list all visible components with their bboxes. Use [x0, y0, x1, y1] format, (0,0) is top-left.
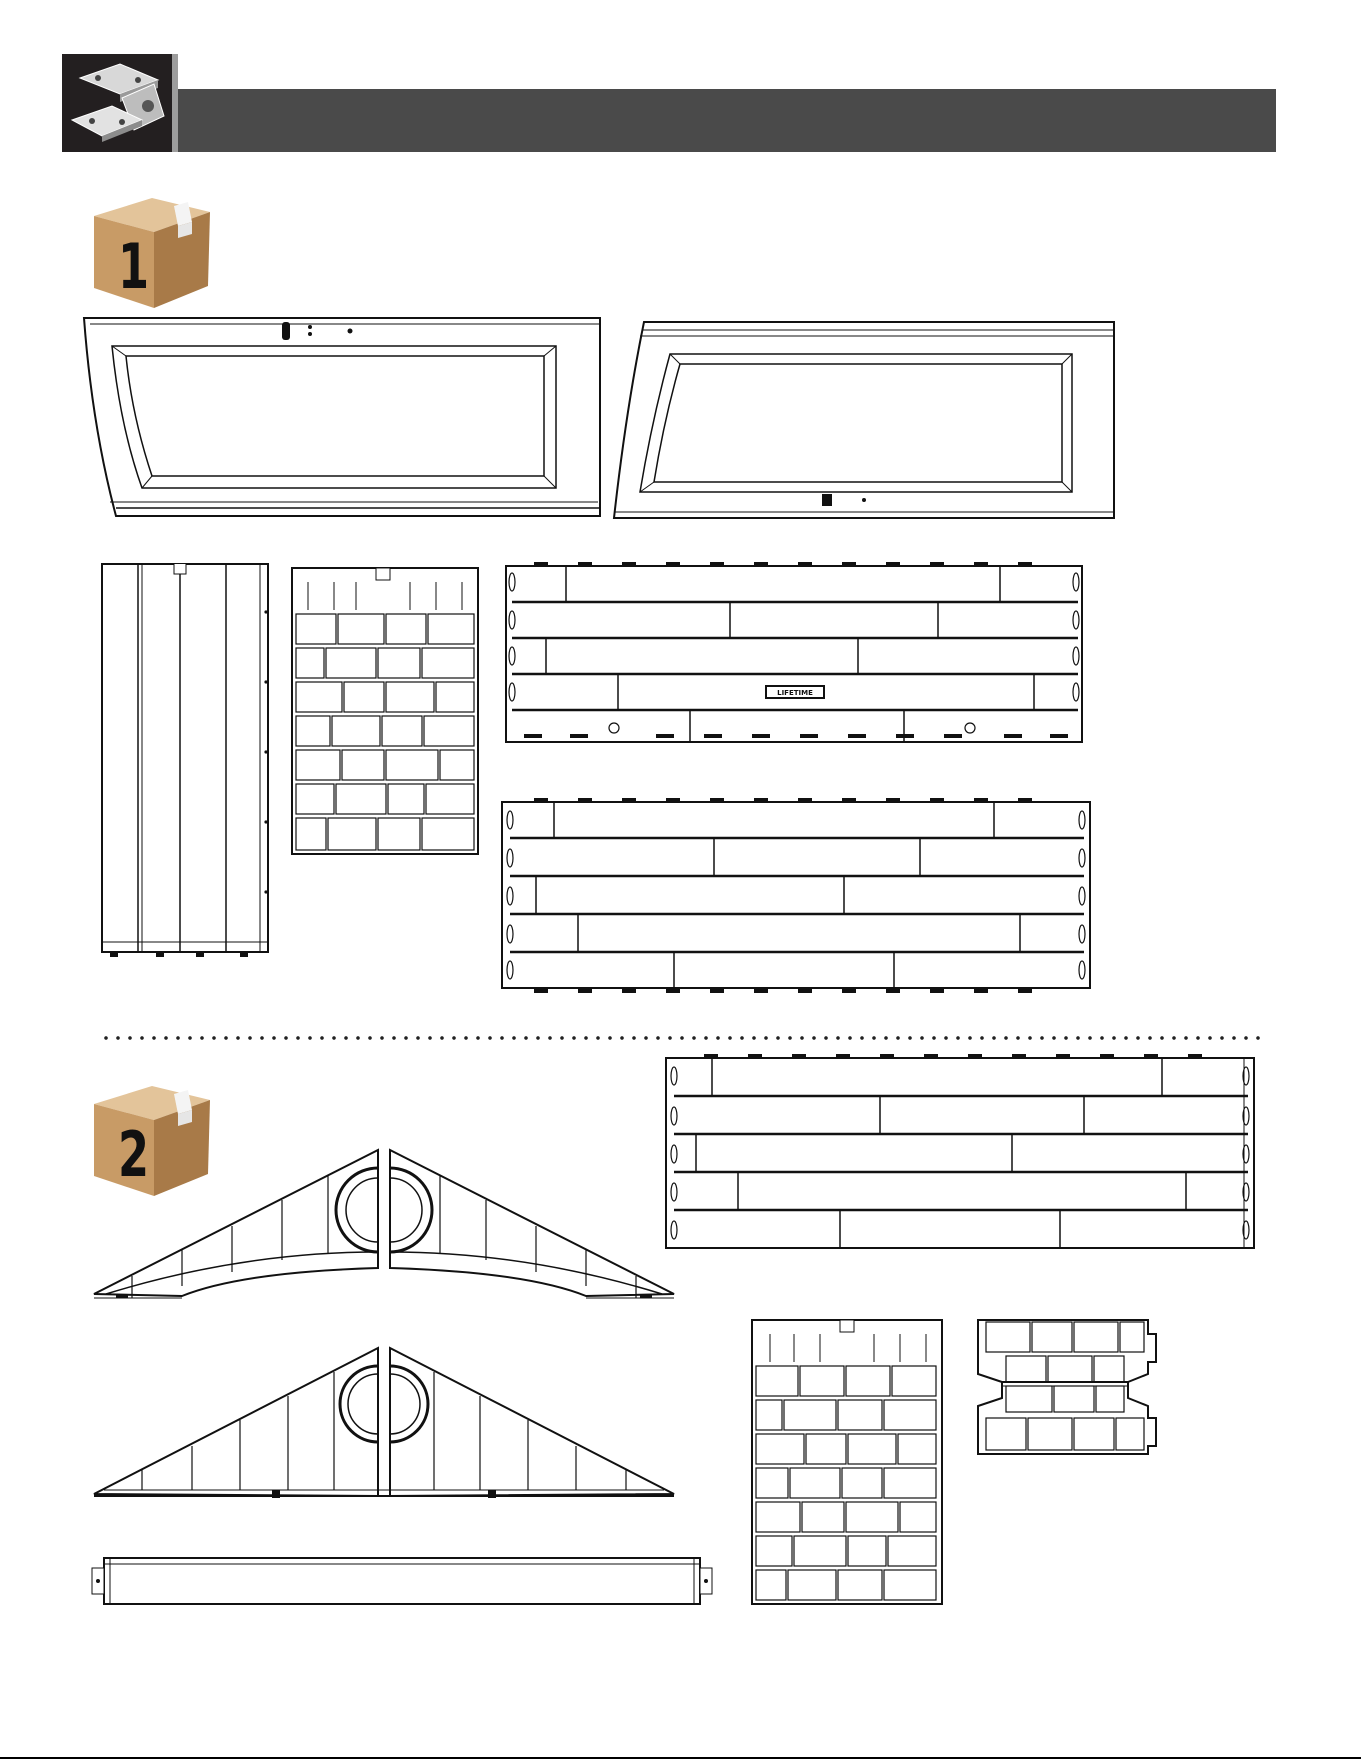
corner-wall-panel: [100, 562, 272, 960]
door-panel-left: [82, 316, 602, 518]
roof-beam: [90, 1556, 714, 1610]
footer-rule: [0, 1757, 1361, 1759]
box-1: 1: [88, 192, 214, 317]
bracket-icon: [62, 54, 172, 152]
shipping-box-icon: [88, 192, 214, 312]
shingle-panel-small: [976, 1318, 1176, 1458]
shingle-panel-2: [750, 1318, 946, 1608]
floor-panel-a: LIFETIME: [504, 562, 1086, 748]
header-bar: [178, 89, 1276, 152]
brand-badge: LIFETIME: [777, 689, 813, 697]
floor-panel-b: [500, 798, 1094, 994]
shingle-panel-1: [290, 566, 482, 858]
gable-panel-arched: [92, 1148, 676, 1302]
header-icon-box: [62, 54, 172, 152]
box-number: 1: [118, 230, 149, 303]
gable-panel-flat: [92, 1346, 676, 1506]
section-separator: [100, 1036, 1262, 1040]
door-panel-right: [612, 320, 1116, 520]
floor-panel-c: [664, 1054, 1258, 1254]
